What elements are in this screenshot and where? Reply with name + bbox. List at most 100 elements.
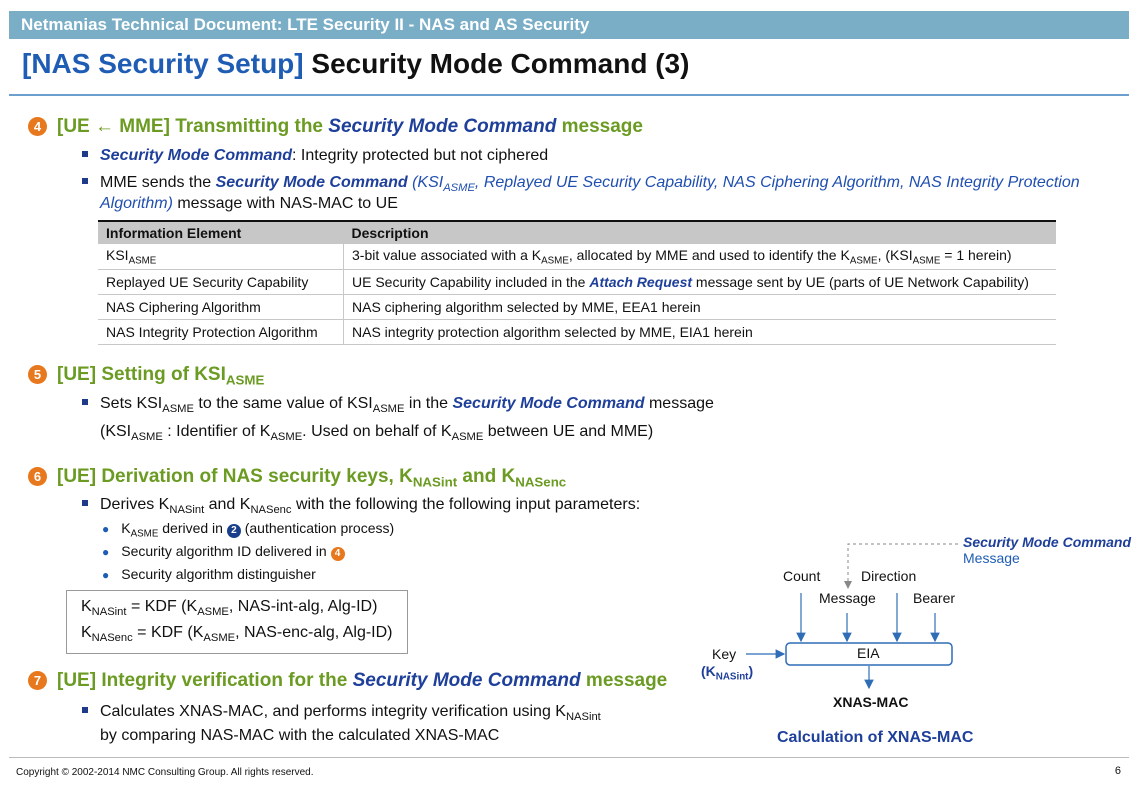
- k2-a: K: [81, 624, 92, 641]
- step5-l1-b: to the same value of KSI: [193, 395, 373, 412]
- page-title-main: Security Mode Command (3): [311, 48, 690, 79]
- step4-b2-p1: (KSI: [407, 174, 444, 191]
- step6-param-1: ●KASME derived in 2 (authentication proc…: [102, 520, 394, 539]
- bullet-square-icon: [82, 178, 88, 184]
- table-cell-description: UE Security Capability included in the A…: [343, 269, 1056, 296]
- step6-number-badge: 6: [28, 467, 47, 486]
- step4-b2-a: MME sends the: [100, 174, 216, 191]
- smc-label: Security Mode Command: [963, 534, 1132, 550]
- step7-heading-b: message: [580, 670, 668, 691]
- step4-heading: 4[UE ← MME] Transmitting the Security Mo…: [28, 116, 643, 138]
- k1-a: K: [81, 598, 92, 615]
- table-row: NAS Ciphering Algorithm NAS ciphering al…: [98, 294, 1056, 321]
- table-header-row: Information Element Description: [98, 220, 1056, 244]
- step4-b1-rest: : Integrity protected but not ciphered: [292, 147, 549, 164]
- bullet-square-icon: [82, 707, 88, 713]
- step4-bullet-2: MME sends the Security Mode Command (KSI…: [82, 172, 1080, 199]
- step6-heading-a: [UE] Derivation of NAS security keys, K: [57, 466, 413, 487]
- step5-heading: 5[UE] Setting of KSIASME: [28, 364, 264, 388]
- copyright-text: Copyright © 2002-2014 NMC Consulting Gro…: [16, 767, 314, 778]
- step5-l2-c: . Used on behalf of K: [302, 423, 452, 440]
- bullet-square-icon: [82, 500, 88, 506]
- information-element-table: Information Element Description KSIASME …: [98, 220, 1056, 346]
- table-row: KSIASME 3-bit value associated with a KA…: [98, 244, 1056, 271]
- title-divider: [9, 94, 1129, 96]
- page-title-prefix: [NAS Security Setup]: [22, 48, 304, 79]
- k2-c: , NAS-enc-alg, Alg-ID): [235, 624, 393, 641]
- table-cell-description: 3-bit value associated with a KASME, all…: [343, 244, 1056, 271]
- step6-b-sub1: NASint: [169, 503, 205, 516]
- r1-d3: , (KSI: [877, 247, 913, 263]
- header-banner: Netmanias Technical Document: LTE Securi…: [9, 11, 1129, 39]
- step4-heading-c: message: [556, 116, 643, 137]
- bullet-square-icon: [82, 399, 88, 405]
- k1-b: = KDF (K: [126, 598, 198, 615]
- step4-b2-p2: , Replayed UE Security Capability, NAS C…: [474, 174, 1080, 191]
- step4-b2-line2a: Algorithm): [100, 195, 173, 212]
- kdf-nasenc-formula: KNASenc = KDF (KASME, NAS-enc-alg, Alg-I…: [81, 624, 393, 644]
- step5-heading-text: [UE] Setting of KSI: [57, 364, 226, 385]
- step4-b2-line2b: message with NAS-MAC to UE: [172, 195, 398, 212]
- table-row: NAS Integrity Protection Algorithm NAS i…: [98, 319, 1056, 346]
- step7-bullet: Calculates XNAS-MAC, and performs integr…: [82, 701, 601, 728]
- r2-bold: Attach Request: [589, 274, 693, 291]
- step7-heading-a: [UE] Integrity verification for the: [57, 670, 353, 691]
- step6-heading-b: and K: [457, 466, 516, 487]
- bullet-dot-icon: ●: [102, 568, 110, 582]
- step6-d2-a: Security algorithm ID delivered in: [121, 543, 331, 559]
- step6-d1-a: K: [121, 520, 131, 536]
- step7-line2: by comparing NAS-MAC with the calculated…: [100, 727, 500, 744]
- step4-bullet-2-line2: Algorithm) message with NAS-MAC to UE: [100, 193, 398, 214]
- table-cell-ie: Replayed UE Security Capability: [98, 269, 344, 296]
- step4-b2-sub: ASME: [443, 181, 475, 194]
- header-banner-text: Netmanias Technical Document: LTE Securi…: [21, 15, 590, 34]
- xnas-mac-output-label: XNAS-MAC: [833, 694, 909, 710]
- r1-d1-sub: ASME: [541, 255, 569, 267]
- direction-label: Direction: [861, 568, 917, 584]
- k2-sub2: ASME: [203, 631, 236, 644]
- step7-heading-command: Security Mode Command: [352, 670, 581, 691]
- step6-d3: Security algorithm distinguisher: [121, 566, 316, 582]
- key-sub: NASint: [715, 671, 749, 683]
- k2-sub: NASenc: [91, 631, 133, 644]
- step4-heading-a: [UE: [57, 116, 95, 137]
- step6-param-3: ● Security algorithm distinguisher: [102, 566, 316, 582]
- diagram-caption: Calculation of XNAS-MAC: [777, 729, 974, 746]
- k1-c: , NAS-int-alg, Alg-ID): [228, 598, 378, 615]
- step6-param-2: ●Security algorithm ID delivered in 4: [102, 543, 345, 561]
- count-label: Count: [783, 568, 821, 584]
- step5-l2-a: (KSI: [100, 423, 132, 440]
- table-header-ie: Information Element: [98, 220, 344, 244]
- k1-sub: NASint: [91, 605, 127, 618]
- table-cell-ie: KSIASME: [98, 244, 344, 271]
- table-cell-description: NAS integrity protection algorithm selec…: [343, 319, 1056, 346]
- bullet-dot-icon: ●: [102, 545, 110, 559]
- step5-l1-c: in the: [404, 395, 453, 412]
- eia-label: EIA: [857, 645, 880, 661]
- step6-b-sub2: NASenc: [250, 503, 292, 516]
- step5-l2-sub2: ASME: [270, 430, 303, 443]
- step5-l2-sub1: ASME: [131, 430, 163, 443]
- key-sub-b: ): [748, 663, 754, 679]
- page-number: 6: [1114, 765, 1121, 777]
- bullet-square-icon: [82, 151, 88, 157]
- step7-heading: 7[UE] Integrity verification for the Sec…: [28, 670, 667, 692]
- r1-d3-sub: ASME: [912, 255, 941, 267]
- left-arrow-icon: ←: [95, 116, 114, 137]
- step6-bullet: Derives KNASint and KNASenc with the fol…: [82, 494, 640, 521]
- r1-d2: , allocated by MME and used to identify …: [568, 247, 850, 263]
- step5-l2-b: : Identifier of K: [162, 423, 271, 440]
- step6-b-c: with the following the following input p…: [291, 496, 641, 513]
- step5-l1-command: Security Mode Command: [452, 395, 645, 412]
- step5-heading-sub: ASME: [225, 372, 265, 388]
- k2-b: = KDF (K: [132, 624, 204, 641]
- step4-number-badge: 4: [28, 117, 47, 136]
- step4-bullet-1: Security Mode Command: Integrity protect…: [82, 145, 548, 166]
- step6-b-b: and K: [204, 496, 251, 513]
- r1-c1: KSI: [106, 247, 129, 263]
- step5-l2-sub3: ASME: [451, 430, 484, 443]
- step5-line2: (KSIASME : Identifier of KASME. Used on …: [100, 421, 653, 448]
- page-title: [NAS Security Setup] Security Mode Comma…: [22, 48, 689, 80]
- bearer-label: Bearer: [913, 590, 956, 606]
- table-cell-description: NAS ciphering algorithm selected by MME,…: [343, 294, 1056, 321]
